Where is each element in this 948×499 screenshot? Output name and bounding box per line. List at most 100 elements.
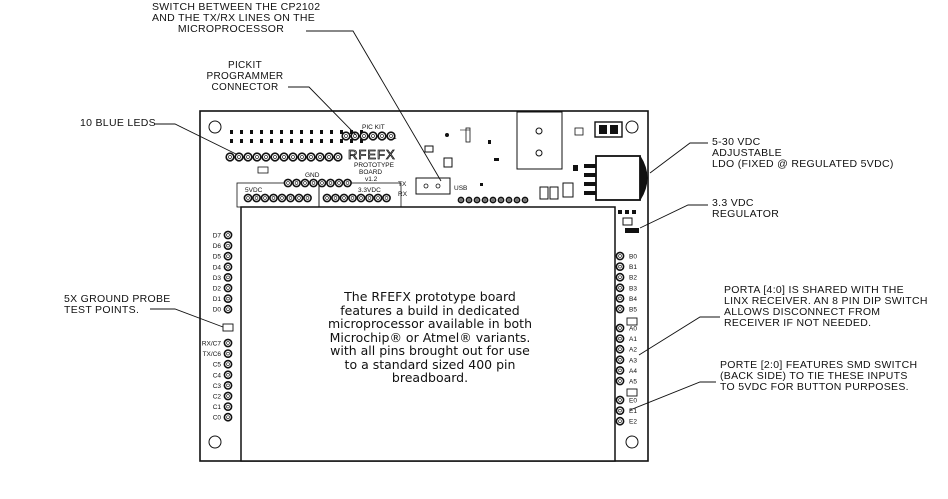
vdc-pad-hole [297, 196, 301, 200]
gnd-pad-hole [328, 181, 333, 185]
ground-test-point [222, 323, 234, 332]
header-pad-hole [523, 198, 527, 202]
led-resistor [350, 130, 353, 134]
pin-label: C4 [213, 372, 222, 379]
vdc-pad-hole [305, 196, 310, 200]
tx-label: TX [398, 181, 407, 188]
pin-label: D0 [213, 307, 222, 314]
led-resistor [250, 130, 253, 134]
led-pad-hole [336, 155, 340, 159]
port-pad-hole [226, 362, 230, 366]
callout-switch: SWITCH BETWEEN THE CP2102 AND THE TX/RX … [152, 2, 320, 35]
porta-header [615, 323, 625, 386]
led-resistor [310, 139, 313, 143]
gnd-label: GND [305, 172, 320, 179]
port-pad-hole [226, 286, 230, 290]
led-resistor [300, 130, 303, 134]
callout-ldo-line1: 5-30 VDC [712, 136, 761, 148]
vdc-pad-hole [246, 196, 250, 200]
leader-switch [306, 30, 442, 182]
led-array [225, 152, 343, 162]
mounting-hole [625, 435, 639, 449]
port-pad-hole [226, 296, 230, 301]
header-pad-hole [515, 198, 519, 202]
port-pad-hole [618, 368, 622, 373]
logo-subtitle-2: BOARD [359, 169, 382, 176]
board-version: v1.2 [365, 176, 378, 183]
mounting-hole [208, 435, 222, 449]
pickit-pad-hole [371, 134, 375, 138]
led-resistor [340, 139, 343, 143]
port-pad-hole [226, 404, 230, 409]
callout-pickit-line3: CONNECTOR [211, 82, 279, 93]
port-pad-hole [618, 347, 622, 351]
header-pad-hole [491, 198, 495, 202]
port-pad-hole [618, 408, 622, 413]
led-resistor [330, 139, 333, 143]
callout-switch-line3: MICROPROCESSOR [177, 23, 285, 35]
vdc-pad-hole [263, 196, 267, 200]
port-pad-hole [618, 358, 622, 362]
led-pad-hole [237, 155, 241, 159]
led-resistor [340, 130, 343, 134]
row-pads [457, 196, 529, 204]
led-pad-hole [300, 155, 304, 159]
pin-label: D4 [213, 264, 222, 271]
callout-switch-line2: AND THE TX/RX LINES ON THE [152, 12, 316, 24]
pin-label: A4 [629, 368, 637, 375]
port-pad-hole [618, 326, 622, 330]
board-description-line: microprocessor available in both [328, 316, 532, 331]
pin-label: D1 [213, 296, 222, 303]
led-resistor [290, 139, 293, 143]
callout-regulator-line2: REGULATOR [712, 208, 780, 220]
callout-porta-line2: LINX RECEIVER. AN 8 PIN DIP SWITCH [724, 295, 928, 307]
callout-porta: PORTA [4:0] IS SHARED WITH THE LINX RECE… [724, 285, 928, 329]
port-pad-hole [618, 307, 622, 311]
header-pad-hole [499, 198, 503, 202]
callout-leds: 10 BLUE LEDS [80, 118, 156, 129]
callout-ldo-line2: ADJUSTABLE [712, 147, 782, 159]
leader-ldo [649, 142, 708, 174]
porte-header [615, 395, 625, 426]
port-pad-hole [618, 254, 622, 258]
led-pad-hole [228, 155, 232, 159]
gnd-pad-hole [320, 181, 324, 185]
callout-ground: 5X GROUND PROBE TEST POINTS. [64, 294, 171, 316]
3v3-label: 3.3VDC [358, 187, 381, 194]
regulator-3v3 [618, 210, 639, 233]
board-description-line: breadboard. [391, 370, 469, 385]
board-description-line: The RFEFX prototype board [344, 289, 516, 304]
led-pad-hole [246, 155, 250, 159]
led-pad-hole [327, 155, 331, 159]
led-resistors [230, 130, 363, 143]
pin-label: A1 [629, 336, 637, 343]
led-pad-hole [318, 155, 322, 159]
led-resistor [280, 139, 283, 143]
led-resistor [260, 130, 263, 134]
led-resistor [330, 130, 333, 134]
led-resistor [280, 130, 283, 134]
portb-header [615, 251, 625, 314]
led-resistor [360, 130, 363, 134]
pin-label: C2 [213, 394, 222, 401]
header-pad-hole [459, 198, 463, 202]
mounting-hole [625, 120, 639, 134]
port-pad-hole [618, 336, 622, 341]
led-resistor [270, 130, 273, 134]
v33-pad-hole [333, 196, 338, 200]
pin-label: D2 [213, 286, 222, 293]
pickit-pad-hole [389, 134, 393, 138]
pin-label: C5 [213, 362, 222, 369]
rx-label: RX [398, 191, 408, 198]
leader-pickit [288, 86, 357, 136]
pin-label: D5 [213, 254, 222, 261]
led-resistor [300, 139, 303, 143]
port-pad-hole [226, 351, 230, 356]
callout-porta-line3: ALLOWS DISCONNECT FROM [724, 306, 881, 318]
led-resistor [240, 139, 243, 143]
gnd-pad-hole [345, 181, 350, 185]
5vdc-label: 5VDC [245, 187, 263, 194]
leader-porte [629, 381, 716, 411]
v33-pad-hole [325, 196, 329, 200]
port-pad-hole [226, 307, 230, 311]
